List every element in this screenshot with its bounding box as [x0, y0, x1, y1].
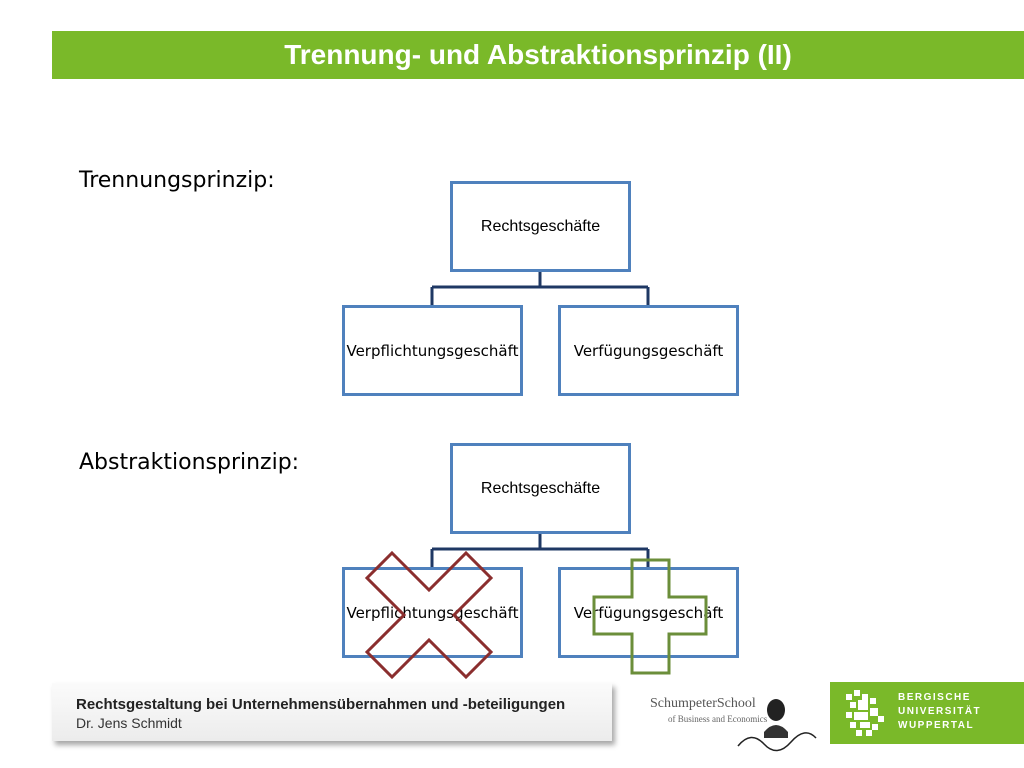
bottom-root-label: Rechtsgeschäfte: [480, 479, 601, 497]
trennungsprinzip-label: Trennungsprinzip:: [79, 168, 275, 193]
bottom-right-label: Verfügungsgeschäft: [573, 603, 724, 622]
university-line-2: UNIVERSITÄT: [898, 706, 982, 717]
top-left-box: Verpflichtungsgeschäft: [342, 305, 523, 396]
footer-course-box: Rechtsgestaltung bei Unternehmensübernah…: [52, 683, 612, 741]
schumpeter-portrait-icon: [737, 699, 817, 752]
footer-author: Dr. Jens Schmidt: [76, 715, 182, 731]
title-bar: Trennung- und Abstraktionsprinzip (II): [52, 31, 1024, 79]
top-right-label: Verfügungsgeschäft: [573, 341, 724, 360]
bottom-left-label: Verpflichtungsgeschäft: [346, 603, 519, 622]
abstraktionsprinzip-label: Abstraktionsprinzip:: [79, 450, 300, 475]
university-logo-box: BERGISCHE UNIVERSITÄT WUPPERTAL: [830, 682, 1024, 744]
slide-title: Trennung- und Abstraktionsprinzip (II): [284, 39, 792, 70]
top-root-label: Rechtsgeschäfte: [480, 217, 601, 235]
cross-mark-icon: [364, 550, 494, 680]
top-tree-connector: [430, 271, 650, 306]
plus-mark-icon: [592, 558, 708, 675]
university-line-3: WUPPERTAL: [898, 720, 975, 731]
lion-emblem-icon: [846, 690, 884, 736]
top-right-box: Verfügungsgeschäft: [558, 305, 739, 396]
schumpeter-school-logo: SchumpeterSchool of Business and Economi…: [646, 694, 826, 754]
footer-course-title: Rechtsgestaltung bei Unternehmensübernah…: [76, 696, 566, 713]
university-name: BERGISCHE UNIVERSITÄT WUPPERTAL: [898, 691, 981, 733]
bottom-right-box: Verfügungsgeschäft: [558, 567, 739, 658]
top-left-label: Verpflichtungsgeschäft: [346, 341, 519, 360]
school-subtitle: of Business and Economics: [668, 714, 768, 724]
bottom-root-box: Rechtsgeschäfte: [450, 443, 631, 534]
top-root-box: Rechtsgeschäfte: [450, 181, 631, 272]
university-line-1: BERGISCHE: [898, 692, 971, 703]
school-name: SchumpeterSchool: [650, 696, 756, 711]
